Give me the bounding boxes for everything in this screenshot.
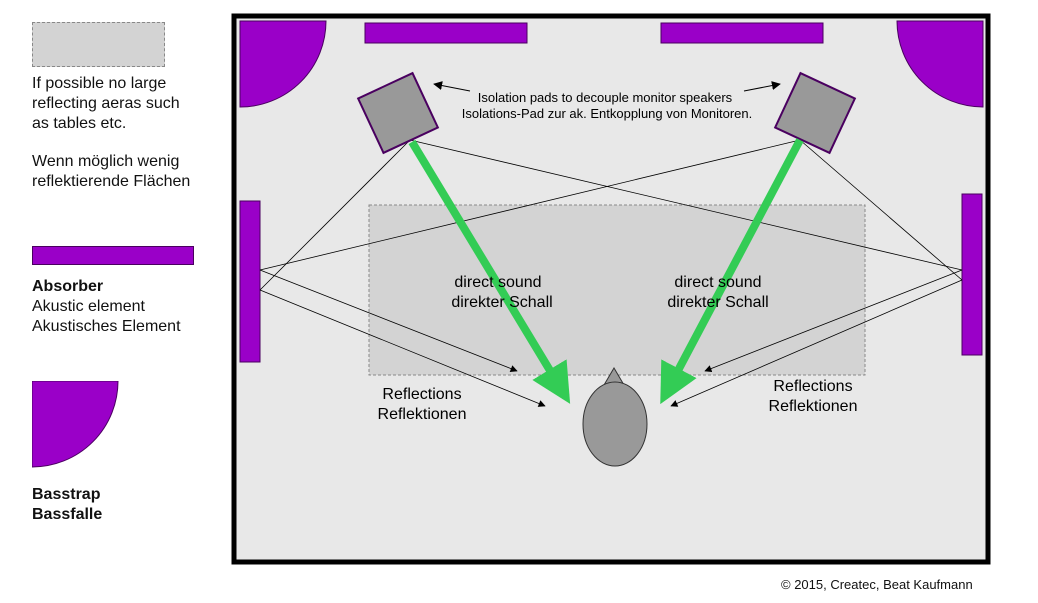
legend-reflect-line3: as tables etc. xyxy=(32,115,127,132)
absorber-right-wall xyxy=(961,193,983,356)
isolation-note-en: Isolation pads to decouple monitor speak… xyxy=(478,90,733,105)
absorber-left-wall xyxy=(239,200,261,363)
absorber-top-left xyxy=(364,22,528,44)
legend-absorber-line1: Akustic element xyxy=(32,298,145,315)
reflection-lines xyxy=(259,139,963,407)
speaker-left xyxy=(356,71,440,155)
legend-absorber-title: Absorber xyxy=(32,278,104,295)
direct-sound-arrow-left xyxy=(408,139,571,404)
legend-basstrap-swatch xyxy=(32,381,119,468)
basstrap-top-left xyxy=(239,20,327,108)
direct-sound-arrow-right xyxy=(660,138,804,405)
reflections-right-en: Reflections xyxy=(773,378,852,395)
legend-reflect-area-swatch xyxy=(32,22,165,67)
legend-absorber-swatch xyxy=(32,246,194,265)
listener-head xyxy=(582,367,648,467)
speaker-right xyxy=(773,71,857,155)
legend-basstrap-line1: Basstrap xyxy=(32,486,101,503)
reflections-left-de: Reflektionen xyxy=(378,406,467,423)
legend-absorber-text: Absorber Akustic element Akustisches Ele… xyxy=(32,277,181,337)
isolation-note-de: Isolations-Pad zur ak. Entkopplung von M… xyxy=(462,106,753,121)
direct-sound-left-de: direkter Schall xyxy=(451,294,552,311)
legend-reflect-de-line1: Wenn möglich wenig xyxy=(32,153,180,170)
absorber-top-right xyxy=(660,22,824,44)
legend-reflect-line1: If possible no large xyxy=(32,75,167,92)
direct-sound-right-de: direkter Schall xyxy=(667,294,768,311)
basstrap-top-right xyxy=(896,20,984,108)
direct-sound-left-en: direct sound xyxy=(454,274,541,291)
reflections-right-de: Reflektionen xyxy=(769,398,858,415)
isolation-arrow-left xyxy=(433,81,471,92)
reflect-zone xyxy=(368,204,866,376)
reflections-left-en: Reflections xyxy=(382,386,461,403)
legend-basstrap-line2: Bassfalle xyxy=(32,506,103,523)
legend-reflect-de-line2: reflektierende Flächen xyxy=(32,173,191,190)
direct-sound-right-en: direct sound xyxy=(674,274,761,291)
legend-reflect-area-text: If possible no large reflecting aeras su… xyxy=(32,74,190,192)
legend-reflect-line2: reflecting aeras such xyxy=(32,95,180,112)
isolation-arrow-right xyxy=(743,81,781,92)
copyright-notice: © 2015, Createc, Beat Kaufmann xyxy=(781,577,973,592)
legend-basstrap-text: Basstrap Bassfalle xyxy=(32,485,102,525)
legend-absorber-line2: Akustisches Element xyxy=(32,318,181,335)
